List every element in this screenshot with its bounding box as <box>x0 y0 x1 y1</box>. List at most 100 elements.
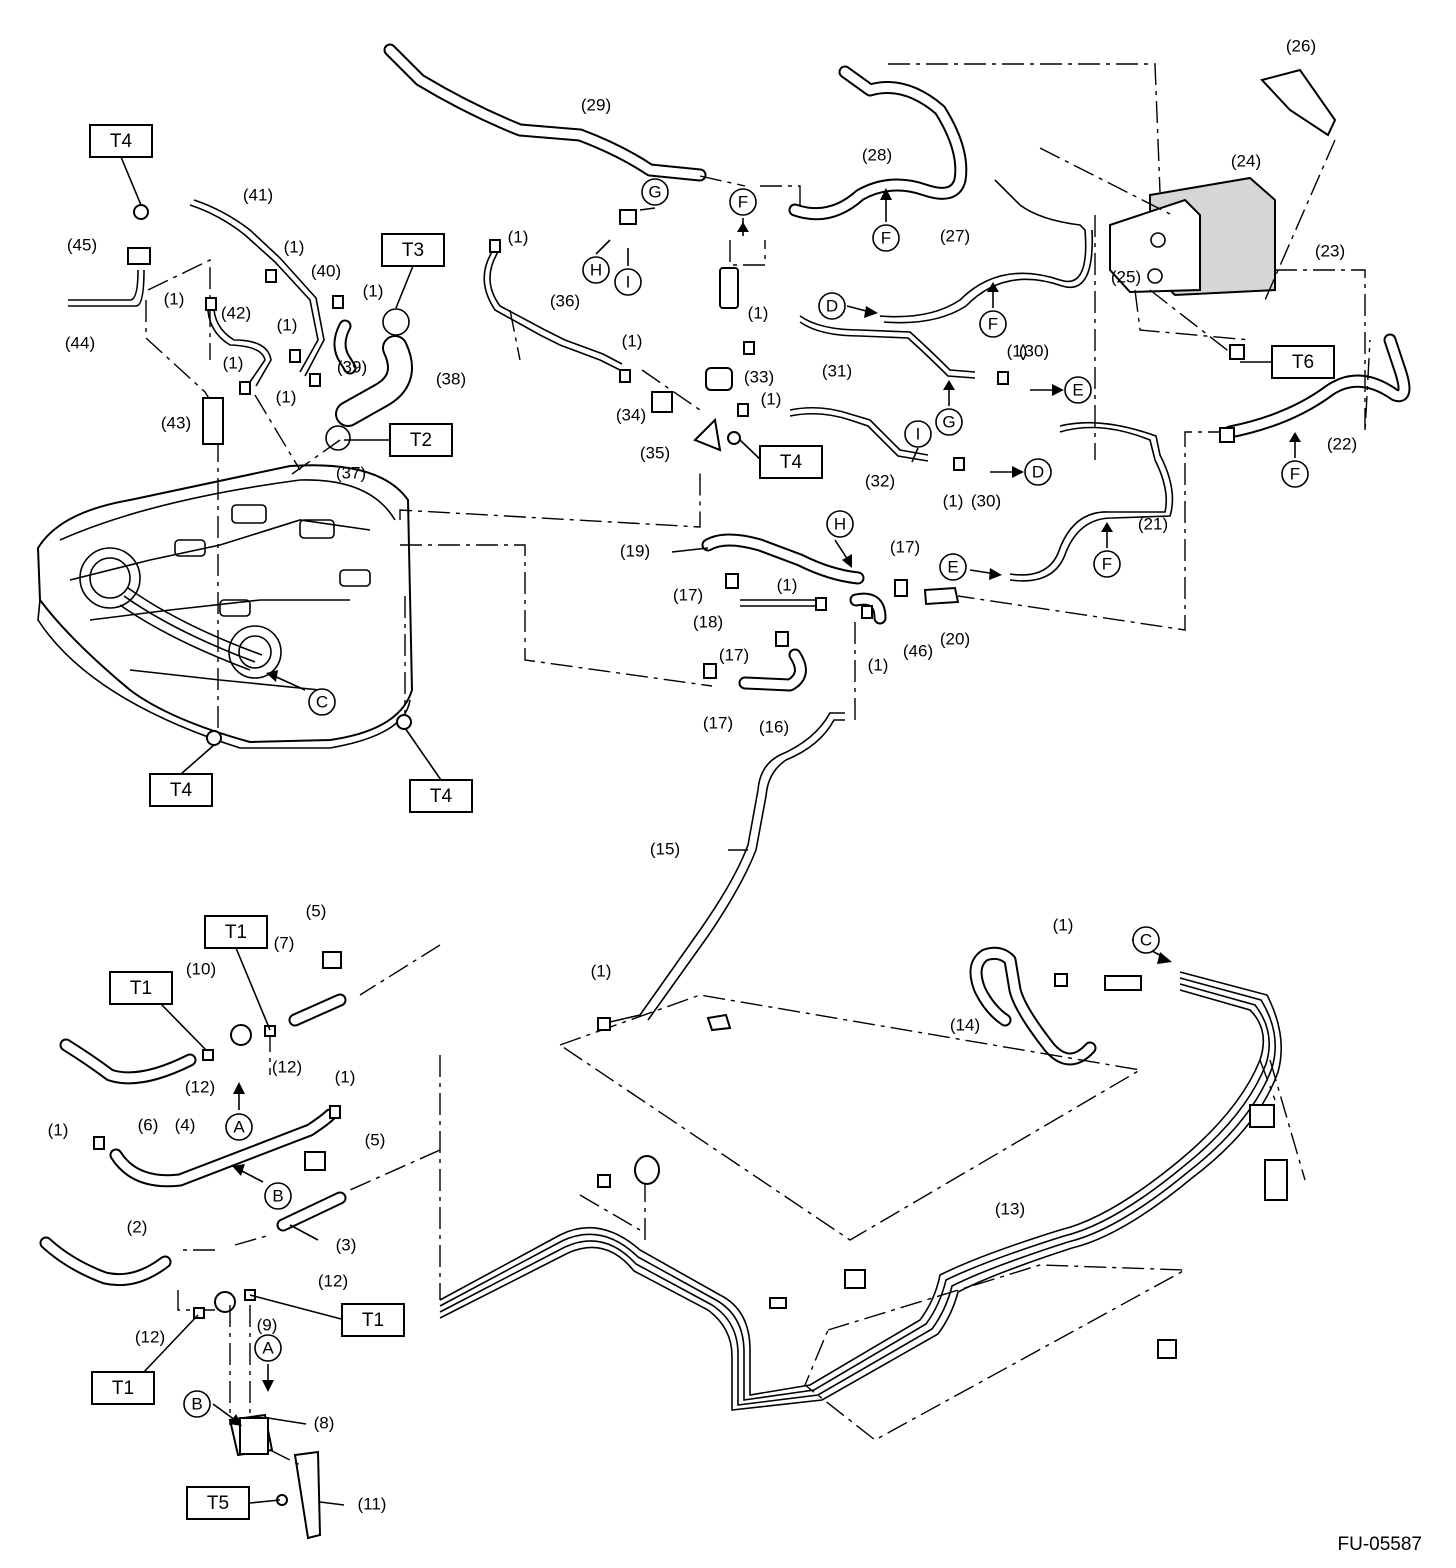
connection-marker: I <box>614 268 642 296</box>
torque-box: T4 <box>759 445 823 479</box>
part-label: (1) <box>164 289 185 308</box>
part-label: (34) <box>616 405 646 424</box>
evaporation-hoses-top <box>68 43 1411 582</box>
part-label: (30) <box>971 491 1001 510</box>
connection-letter: F <box>881 228 891 247</box>
part-label: (5) <box>306 901 327 920</box>
part-label: (40) <box>311 261 341 280</box>
connection-letter: G <box>942 412 955 431</box>
connection-letter: H <box>834 514 846 533</box>
connection-letter: G <box>648 182 661 201</box>
connection-marker: D <box>818 292 846 320</box>
connection-marker: D <box>1024 458 1052 486</box>
connection-letter: H <box>590 260 602 279</box>
connection-letter: D <box>826 296 838 315</box>
connection-marker: A <box>254 1334 282 1362</box>
part-label: (1) <box>223 353 244 372</box>
part-label: (1) <box>277 315 298 334</box>
torque-box: T1 <box>109 971 173 1005</box>
part-label: (10) <box>186 959 216 978</box>
torque-box-label: T2 <box>410 430 432 451</box>
torque-box-label: T4 <box>170 780 193 801</box>
fuel-tank <box>36 464 414 749</box>
torque-box-label: T1 <box>130 978 152 999</box>
connection-marker: E <box>1064 376 1092 404</box>
connection-marker: F <box>979 310 1007 338</box>
part-label: (12) <box>318 1271 348 1290</box>
part-label: (21) <box>1138 514 1168 533</box>
part-label: (15) <box>650 839 680 858</box>
part-label: (17) <box>673 585 703 604</box>
connection-marker: H <box>582 256 610 284</box>
part-label: (1) <box>943 491 964 510</box>
part-label: (16) <box>759 717 789 736</box>
part-label: (1) <box>48 1120 69 1139</box>
part-label: (11) <box>358 1494 387 1513</box>
torque-box-label: T3 <box>402 240 424 261</box>
part-label: (39) <box>337 357 367 376</box>
torque-box-label: T5 <box>207 1493 229 1514</box>
part-label: (1) <box>508 227 529 246</box>
part-label: (25) <box>1111 267 1141 286</box>
part-label: (6) <box>138 1115 159 1134</box>
torque-box-label: T6 <box>1292 352 1314 373</box>
connection-marker: F <box>729 188 757 216</box>
part-label: (7) <box>274 933 295 952</box>
part-label: (1) <box>761 389 782 408</box>
part-label: (24) <box>1231 151 1261 170</box>
torque-box: T6 <box>1271 345 1335 379</box>
connection-marker: E <box>939 553 967 581</box>
connection-marker: H <box>826 510 854 538</box>
connection-marker: I <box>904 420 932 448</box>
part-label: (13) <box>995 1199 1025 1218</box>
part-label: (31) <box>822 361 852 380</box>
part-label: (22) <box>1327 434 1357 453</box>
part-label: (17) <box>890 537 920 556</box>
part-label: (32) <box>865 471 895 490</box>
part-label: (46) <box>903 641 933 660</box>
part-label: (1) <box>1007 341 1028 360</box>
connection-letter: B <box>191 1394 202 1413</box>
torque-box-label: T4 <box>780 452 803 473</box>
clamps <box>93 204 1288 1506</box>
torque-box: T2 <box>389 423 453 457</box>
connection-marker: F <box>1093 550 1121 578</box>
connection-letter: C <box>1140 930 1152 949</box>
connection-letter: A <box>262 1338 274 1357</box>
part-label: (44) <box>65 333 95 352</box>
torque-box: T3 <box>381 233 445 267</box>
connection-marker: F <box>872 224 900 252</box>
part-label: (1) <box>868 655 889 674</box>
part-label: (12) <box>185 1077 215 1096</box>
part-label: (45) <box>67 235 97 254</box>
connection-letter: E <box>1072 380 1083 399</box>
part-label: (1) <box>284 237 305 256</box>
part-label: (1) <box>335 1067 356 1086</box>
mid-hoses <box>609 533 1097 1066</box>
part-label: (42) <box>221 303 251 322</box>
connection-letter: D <box>1032 462 1044 481</box>
part-label: (33) <box>744 367 774 386</box>
connection-letter: C <box>316 692 328 711</box>
torque-box-label: T1 <box>362 1310 384 1331</box>
part-label: (4) <box>175 1115 196 1134</box>
torque-box: T4 <box>89 124 153 158</box>
torque-box-label: T4 <box>110 131 133 152</box>
part-label: (38) <box>436 369 466 388</box>
connection-marker: F <box>1281 460 1309 488</box>
connection-letter: I <box>916 424 921 443</box>
part-label: (27) <box>940 226 970 245</box>
torque-box: T5 <box>186 1486 250 1520</box>
connection-marker: B <box>264 1182 292 1210</box>
part-label: (12) <box>272 1057 302 1076</box>
part-label: (28) <box>862 145 892 164</box>
connection-letter: F <box>1290 464 1300 483</box>
connection-letter: F <box>988 314 998 333</box>
connection-letter: I <box>626 272 631 291</box>
connection-letter: B <box>272 1186 283 1205</box>
part-label: (2) <box>127 1217 148 1236</box>
torque-box: T4 <box>149 773 213 807</box>
part-label: (1) <box>591 961 612 980</box>
